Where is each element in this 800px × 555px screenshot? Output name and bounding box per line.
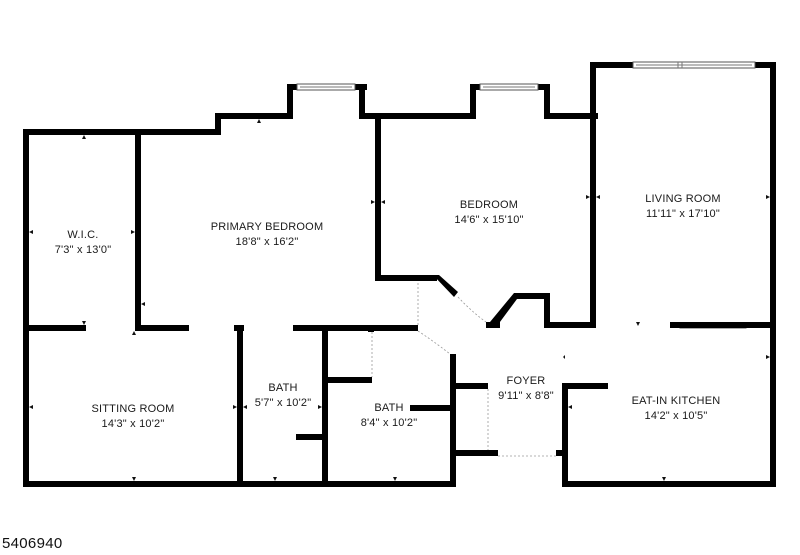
room-dimensions: 7'3" x 13'0" bbox=[55, 244, 112, 256]
room-label-bath-1: BATH 5'7" x 10'2" bbox=[255, 382, 312, 409]
room-label-foyer: FOYER 9'11" x 8'8" bbox=[498, 375, 554, 402]
listing-id: 5406940 bbox=[2, 535, 63, 552]
room-label-primary-bedroom: PRIMARY BEDROOM 18'8" x 16'2" bbox=[211, 221, 324, 248]
room-label-bath-2: BATH 8'4" x 10'2" bbox=[361, 402, 418, 429]
room-name: BEDROOM bbox=[460, 199, 518, 211]
room-name: SITTING ROOM bbox=[91, 403, 174, 415]
room-name: EAT-IN KITCHEN bbox=[632, 395, 721, 407]
room-name: BATH bbox=[374, 402, 403, 414]
room-label-living-room: LIVING ROOM 11'11" x 17'10" bbox=[645, 193, 721, 220]
door-swings bbox=[371, 283, 556, 457]
room-dimensions: 8'4" x 10'2" bbox=[361, 417, 418, 429]
room-name: LIVING ROOM bbox=[645, 193, 721, 205]
room-name: W.I.C. bbox=[67, 229, 98, 241]
window-living-room bbox=[632, 61, 756, 69]
room-name: BATH bbox=[268, 382, 297, 394]
room-dimensions: 14'2" x 10'5" bbox=[645, 410, 708, 422]
room-label-eat-in-kitchen: EAT-IN KITCHEN 14'2" x 10'5" bbox=[632, 395, 721, 422]
room-dimensions: 14'6" x 15'10" bbox=[454, 214, 523, 226]
room-label-sitting-room: SITTING ROOM 14'3" x 10'2" bbox=[91, 403, 174, 430]
window-bedroom bbox=[479, 83, 539, 91]
room-name: PRIMARY BEDROOM bbox=[211, 221, 324, 233]
room-label-bedroom: BEDROOM 14'6" x 15'10" bbox=[454, 199, 523, 226]
room-dimensions: 5'7" x 10'2" bbox=[255, 397, 312, 409]
room-dimensions: 9'11" x 8'8" bbox=[498, 390, 554, 402]
room-name: FOYER bbox=[507, 375, 546, 387]
dimension-ticks bbox=[29, 119, 770, 481]
room-dimensions: 14'3" x 10'2" bbox=[102, 418, 165, 430]
interior-walls bbox=[23, 119, 776, 487]
window-primary-bedroom bbox=[296, 83, 356, 91]
room-label-wic: W.I.C. 7'3" x 13'0" bbox=[55, 229, 112, 256]
room-dimensions: 11'11" x 17'10" bbox=[646, 208, 720, 220]
room-dimensions: 18'8" x 16'2" bbox=[236, 236, 299, 248]
